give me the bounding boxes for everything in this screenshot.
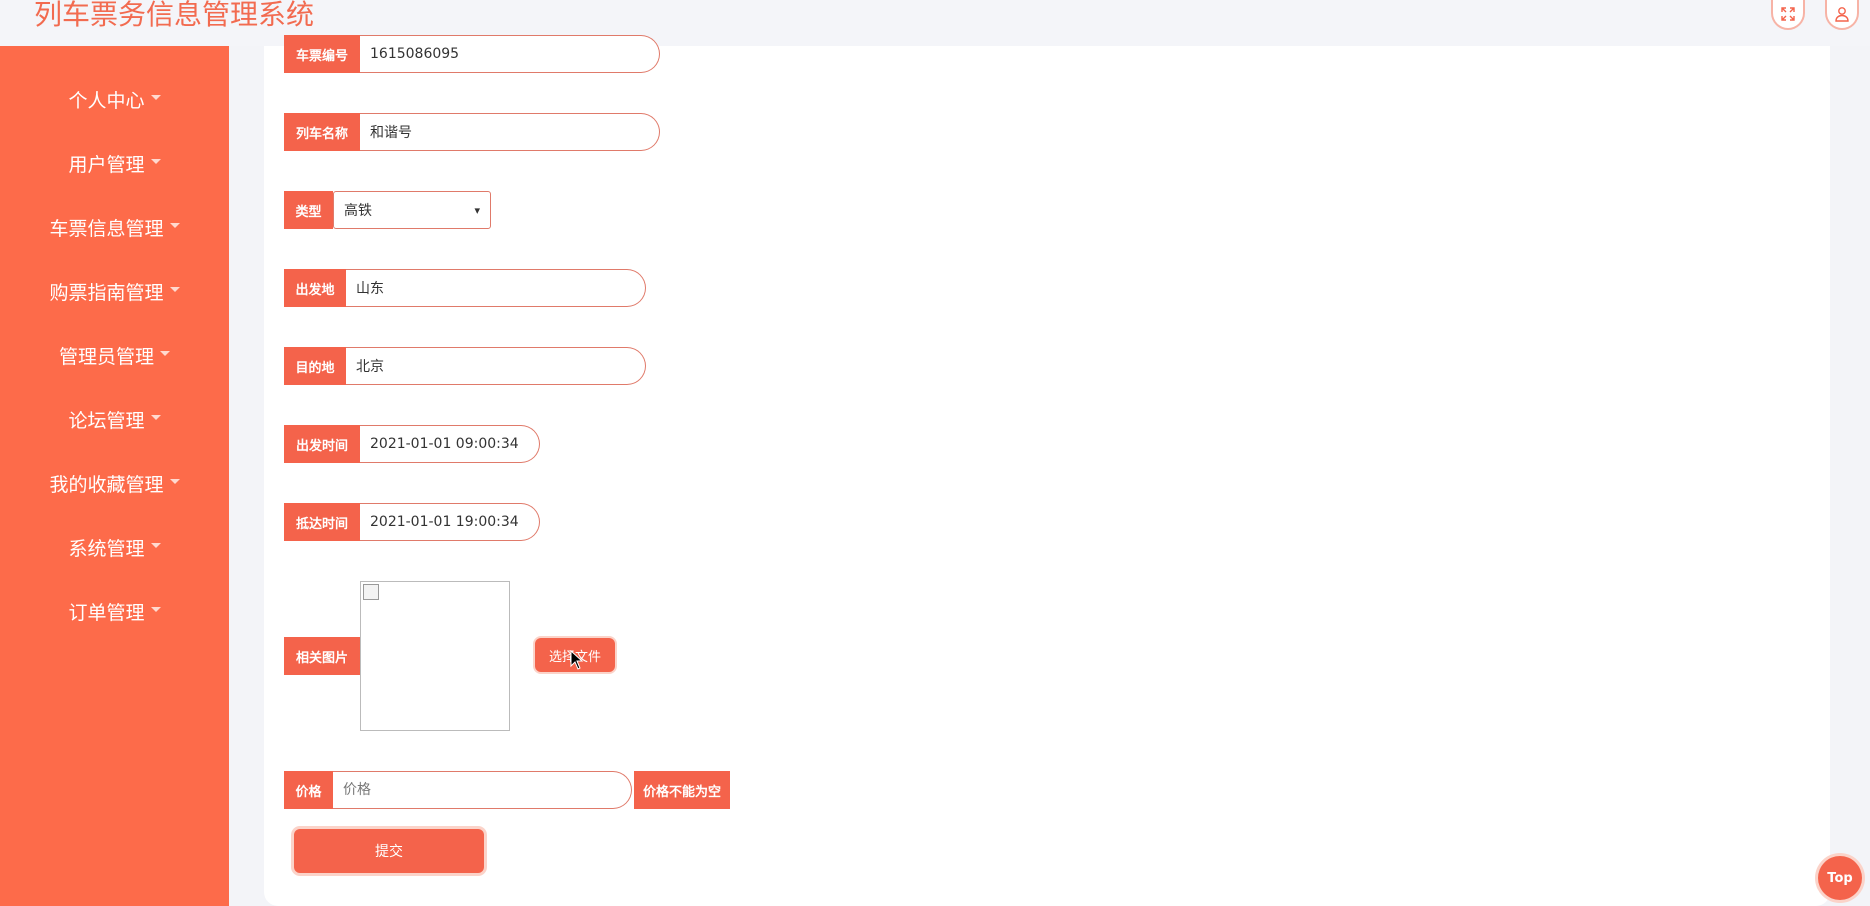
caret-down-icon (169, 222, 180, 228)
field-label: 目的地 (284, 347, 346, 385)
sidebar-item-admin-management[interactable]: 管理员管理 (0, 335, 229, 375)
field-destination: 目的地 (284, 347, 646, 385)
sidebar-item-personal-center[interactable]: 个人中心 (0, 79, 229, 119)
field-label: 类型 (284, 191, 333, 229)
header: 列车票务信息管理系统 (0, 0, 1870, 46)
field-label: 出发时间 (284, 425, 360, 463)
user-icon (1835, 7, 1849, 22)
train-name-input[interactable] (360, 113, 660, 151)
depart-time-input[interactable] (360, 425, 540, 463)
field-type: 类型 高铁 ▾ (284, 191, 491, 229)
chevron-down-icon: ▾ (474, 203, 480, 217)
sidebar-item-order-management[interactable]: 订单管理 (0, 591, 229, 631)
user-button[interactable] (1825, 0, 1859, 30)
caret-down-icon (150, 414, 161, 420)
price-error: 价格不能为空 (634, 771, 731, 809)
field-label: 列车名称 (284, 113, 360, 151)
field-ticket-no: 车票编号 (284, 35, 660, 73)
submit-button[interactable]: 提交 (294, 829, 484, 873)
caret-down-icon (169, 478, 180, 484)
broken-image-icon (363, 584, 379, 600)
field-arrive-time: 抵达时间 (284, 503, 540, 541)
app-title: 列车票务信息管理系统 (34, 0, 315, 31)
caret-down-icon (150, 158, 161, 164)
image-preview (360, 581, 510, 731)
ticket-no-input[interactable] (360, 35, 660, 73)
sidebar-item-label: 订单管理 (68, 601, 145, 624)
caret-down-icon (160, 350, 170, 356)
field-label: 车票编号 (284, 35, 360, 73)
field-label: 相关图片 (284, 637, 360, 675)
field-label: 出发地 (284, 269, 346, 307)
sidebar-item-label: 系统管理 (68, 537, 145, 560)
sidebar-item-label: 管理员管理 (58, 345, 154, 368)
sidebar-item-label: 我的收藏管理 (49, 473, 164, 496)
caret-down-icon (150, 94, 161, 100)
field-label: 抵达时间 (284, 503, 360, 541)
sidebar-item-ticket-management[interactable]: 车票信息管理 (0, 207, 229, 247)
type-select-value: 高铁 (344, 203, 372, 219)
caret-down-icon (169, 286, 180, 292)
sidebar-item-favorites-management[interactable]: 我的收藏管理 (0, 463, 229, 503)
field-depart-time: 出发时间 (284, 425, 540, 463)
price-input[interactable] (333, 771, 632, 809)
form-card (264, 46, 1830, 906)
destination-input[interactable] (346, 347, 646, 385)
fullscreen-button[interactable] (1771, 0, 1805, 30)
sidebar-item-user-management[interactable]: 用户管理 (0, 143, 229, 183)
type-select[interactable]: 高铁 ▾ (333, 191, 491, 229)
mouse-cursor-icon (570, 650, 584, 670)
expand-icon (1781, 7, 1795, 21)
field-train-name: 列车名称 (284, 113, 660, 151)
origin-input[interactable] (346, 269, 646, 307)
arrive-time-input[interactable] (360, 503, 540, 541)
caret-down-icon (150, 542, 161, 548)
sidebar-item-label: 车票信息管理 (49, 217, 164, 240)
field-origin: 出发地 (284, 269, 646, 307)
sidebar-item-forum-management[interactable]: 论坛管理 (0, 399, 229, 439)
sidebar-item-label: 个人中心 (68, 89, 145, 112)
field-label: 价格 (284, 771, 333, 809)
sidebar-item-label: 用户管理 (68, 153, 145, 176)
sidebar-item-guide-management[interactable]: 购票指南管理 (0, 271, 229, 311)
caret-down-icon (150, 606, 161, 612)
field-image: 相关图片 (284, 637, 360, 675)
sidebar-item-label: 论坛管理 (68, 409, 145, 432)
sidebar-item-label: 购票指南管理 (49, 281, 164, 304)
sidebar-item-system-management[interactable]: 系统管理 (0, 527, 229, 567)
back-to-top-button[interactable]: Top (1818, 856, 1862, 900)
field-price: 价格 价格不能为空 (284, 771, 731, 809)
sidebar: 个人中心 用户管理 车票信息管理 购票指南管理 管理员管理 论坛管理 我的收藏管… (0, 46, 229, 906)
